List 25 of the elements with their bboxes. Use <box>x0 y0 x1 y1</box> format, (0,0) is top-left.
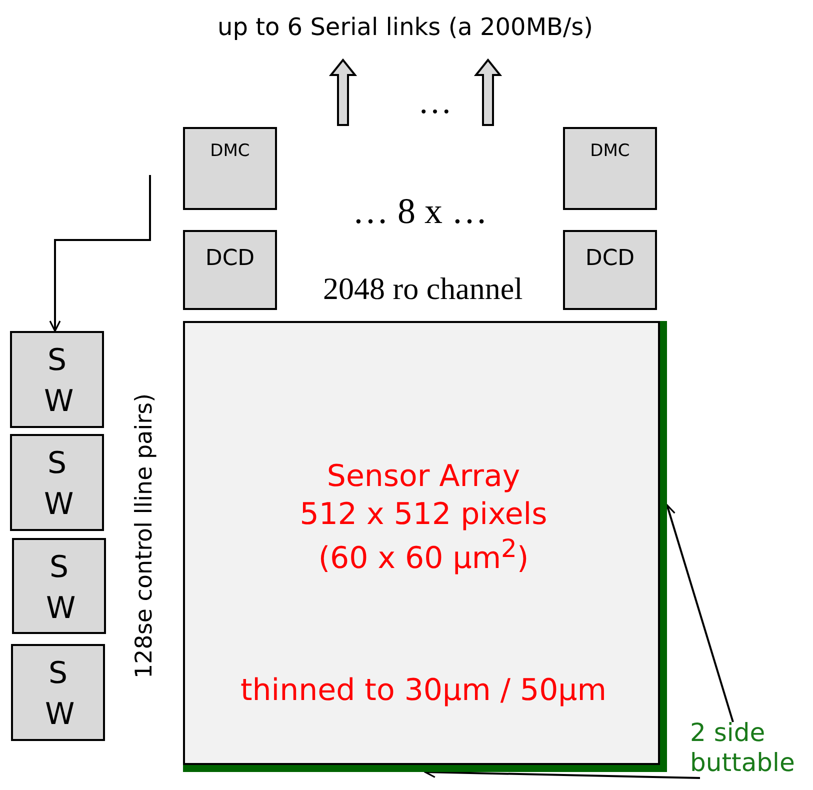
buttable-edge-bar <box>183 765 667 772</box>
buttable-edge-bar <box>660 321 667 765</box>
node-label: DMC <box>210 141 250 161</box>
caption-text: up to 6 Serial links (a 200MB/s) <box>218 14 593 40</box>
channel-text: 2048 ro channel <box>323 272 523 306</box>
vertical-text: 128se control lline pairs) <box>132 393 158 679</box>
node-label: DCD <box>205 246 255 271</box>
switcher-box <box>12 538 106 634</box>
switcher-box <box>10 434 104 531</box>
chip-box <box>563 230 657 310</box>
node-label: thinned to 30µm / 50µm <box>240 673 606 709</box>
node-label: DMC <box>590 141 630 161</box>
chip-box <box>563 127 657 210</box>
chip-box <box>183 230 277 310</box>
chip-box <box>183 127 277 210</box>
switcher-box <box>11 644 105 741</box>
switcher-box <box>10 331 104 428</box>
node-label: 2 side buttable <box>690 718 796 778</box>
ellipsis-text: … <box>418 84 458 122</box>
node-label: DCD <box>585 246 635 271</box>
node-label: Sensor Array 512 x 512 pixels (60 x 60 µm$^{2}$) <box>300 458 548 578</box>
arrow <box>49 175 151 332</box>
multiplier-text: … 8 x … <box>352 192 488 232</box>
leader-line <box>664 504 734 722</box>
sensor-array-box <box>183 321 660 765</box>
